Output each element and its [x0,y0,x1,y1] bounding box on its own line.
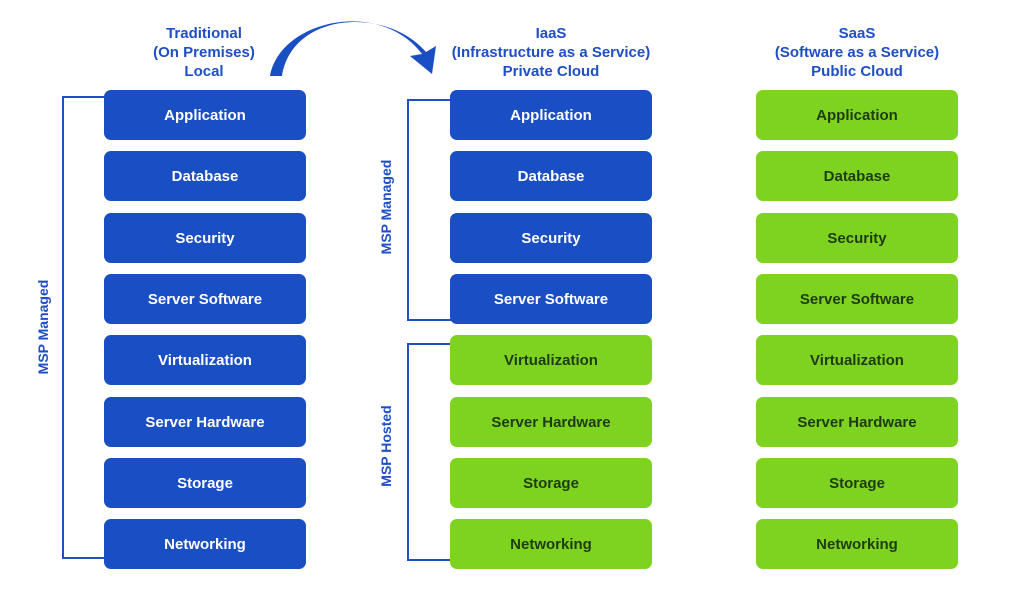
iaas-title-line-1: IaaS [535,25,567,42]
block-label: Server Software [147,290,263,308]
block-label: Virtualization [504,351,598,369]
iaas-networking-block: Networking [450,519,652,569]
block-label: Application [816,106,898,124]
saas-storage-block: Storage [756,458,958,508]
saas-security-block: Security [756,213,958,263]
block-label: Server Software [493,290,609,308]
iaas-storage-block: Storage [450,458,652,508]
saas-networking-block: Networking [756,519,958,569]
traditional-database-block: Database [104,151,306,201]
saas-database-block: Database [756,151,958,201]
block-label: Storage [829,474,885,492]
traditional-security-block: Security [104,213,306,263]
iaas-server-software-block: Server Software [450,274,652,324]
saas-title: SaaS (Software as a Service) Public Clou… [727,24,987,81]
iaas-application-block: Application [450,90,652,140]
block-label: Server Hardware [491,413,611,431]
iaas-virtualization-block: Virtualization [450,335,652,385]
block-label: Application [164,106,246,124]
block-label: Networking [510,535,592,553]
block-label: Storage [177,474,233,492]
traditional-msp-managed-label: MSP Managed [35,279,51,375]
block-label: Security [521,229,581,247]
block-label: Server Hardware [797,413,917,431]
traditional-managed-bracket [62,96,106,559]
traditional-title-line-2: (On Premises) [153,44,255,61]
block-label: Database [171,167,239,185]
block-label: Networking [164,535,246,553]
iaas-title: IaaS (Infrastructure as a Service) Priva… [421,24,681,81]
traditional-server-hardware-block: Server Hardware [104,397,306,447]
iaas-managed-bracket [407,99,453,321]
traditional-title-line-1: Traditional [166,25,242,42]
saas-server-hardware-block: Server Hardware [756,397,958,447]
block-label: Virtualization [810,351,904,369]
iaas-title-line-2: (Infrastructure as a Service) [451,44,651,61]
block-label: Security [175,229,235,247]
iaas-database-block: Database [450,151,652,201]
block-label: Security [827,229,887,247]
traditional-networking-block: Networking [104,519,306,569]
migration-arrow-icon [270,21,436,76]
block-label: Application [510,106,592,124]
traditional-title-line-3: Local [184,63,224,80]
saas-server-software-block: Server Software [756,274,958,324]
block-label: Virtualization [158,351,252,369]
iaas-hosted-bracket [407,343,453,561]
traditional-storage-block: Storage [104,458,306,508]
block-label: Storage [523,474,579,492]
saas-title-line-3: Public Cloud [811,63,903,80]
iaas-security-block: Security [450,213,652,263]
traditional-application-block: Application [104,90,306,140]
traditional-server-software-block: Server Software [104,274,306,324]
iaas-server-hardware-block: Server Hardware [450,397,652,447]
traditional-virtualization-block: Virtualization [104,335,306,385]
block-label: Database [823,167,891,185]
iaas-title-line-3: Private Cloud [502,63,600,80]
saas-virtualization-block: Virtualization [756,335,958,385]
saas-application-block: Application [756,90,958,140]
block-label: Database [517,167,585,185]
traditional-title: Traditional (On Premises) Local [74,24,334,81]
iaas-msp-managed-label: MSP Managed [378,159,394,255]
block-label: Server Software [799,290,915,308]
block-label: Networking [816,535,898,553]
block-label: Server Hardware [145,413,265,431]
iaas-msp-hosted-label: MSP Hosted [378,405,394,487]
saas-title-line-2: (Software as a Service) [774,44,940,61]
saas-title-line-1: SaaS [838,25,876,42]
